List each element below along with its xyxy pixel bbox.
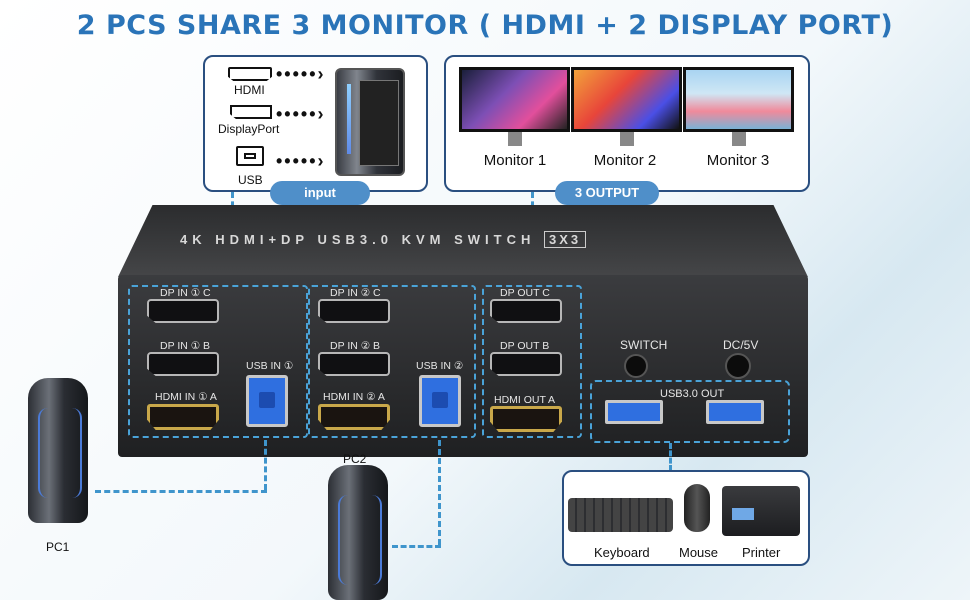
kvm-top-panel [118, 205, 808, 277]
pc2-usb-label: USB IN ② [416, 360, 464, 372]
output-port-group [482, 285, 582, 438]
pc2-dp-c-label: DP IN ② C [330, 287, 381, 299]
pc2-connector-line [438, 440, 441, 545]
usb-label: USB [238, 173, 263, 187]
pc2-usb-b-port[interactable] [419, 375, 461, 427]
mouse-label: Mouse [679, 545, 719, 560]
pc1-connector-line [264, 440, 267, 490]
pc2-connector-line [392, 545, 441, 548]
kvm-badge: 3X3 [544, 231, 587, 248]
pc2-dp-b-port[interactable] [318, 352, 390, 376]
hdmi-label: HDMI [234, 83, 265, 97]
arrow-right-icon: •••••› [276, 64, 326, 84]
displayport-label: DisplayPort [218, 122, 280, 136]
printer-label: Printer [742, 545, 781, 560]
pc2-dp-b-label: DP IN ② B [330, 340, 381, 352]
monitor-stand [508, 132, 522, 146]
pc1-usb-b-port[interactable] [246, 375, 288, 427]
usb-out-connector-line [669, 443, 672, 471]
arrow-right-icon: •••••› [276, 104, 326, 124]
pc2-hdmi-label: HDMI IN ② A [323, 391, 385, 403]
monitor-3-label: Monitor 3 [706, 152, 770, 169]
dp-out-b-port[interactable] [490, 352, 562, 376]
usb-a-port-1[interactable] [605, 400, 663, 424]
pc2-tower-icon [328, 465, 388, 600]
pc2-hdmi-port[interactable] [318, 404, 390, 430]
pc1-port-group [128, 285, 308, 438]
monitor-stand [732, 132, 746, 146]
pc1-label: PC1 [46, 540, 70, 554]
pc2-port-group [308, 285, 476, 438]
dp-out-c-label: DP OUT C [500, 287, 550, 299]
switch-button[interactable] [624, 354, 648, 378]
monitor-2-label: Monitor 2 [593, 152, 657, 169]
pc1-dp-b-port[interactable] [147, 352, 219, 376]
printer-icon [722, 486, 800, 536]
pc2-label: PC2 [343, 452, 367, 466]
keyboard-label: Keyboard [594, 545, 650, 560]
monitor-1-icon [459, 67, 570, 132]
pc1-hdmi-label: HDMI IN ① A [155, 391, 217, 403]
keyboard-icon [568, 498, 673, 532]
pc1-connector-line [95, 490, 267, 493]
usb-icon [236, 146, 264, 166]
power-port[interactable] [725, 353, 751, 379]
pc1-usb-label: USB IN ① [246, 360, 294, 372]
power-label: DC/5V [723, 338, 759, 352]
switch-label: SWITCH [620, 338, 668, 352]
page-title: 2 PCS SHARE 3 MONITOR ( HDMI + 2 DISPLAY… [76, 10, 894, 41]
pc1-dp-b-label: DP IN ① B [160, 340, 211, 352]
kvm-front-panel [118, 275, 808, 457]
mouse-icon [684, 484, 710, 532]
monitor-stand [620, 132, 634, 146]
pc1-tower-icon [28, 378, 88, 523]
pc1-hdmi-port[interactable] [147, 404, 219, 430]
usb-out-group [590, 380, 790, 443]
usb-a-port-2[interactable] [706, 400, 764, 424]
hdmi-icon [228, 67, 272, 81]
monitor-1-label: Monitor 1 [483, 152, 547, 169]
output-pill: 3 OUTPUT [555, 181, 659, 205]
dp-out-b-label: DP OUT B [500, 340, 550, 352]
displayport-icon [230, 105, 272, 119]
hdmi-out-port[interactable] [490, 406, 562, 432]
monitor-3-icon [683, 67, 794, 132]
hdmi-out-label: HDMI OUT A [494, 394, 556, 406]
dp-out-c-port[interactable] [490, 299, 562, 323]
input-pill: input [270, 181, 370, 205]
usb-out-label: USB3.0 OUT [660, 388, 725, 400]
kvm-title: 4K HDMI+DP USB3.0 KVM SWITCH 3X3 [180, 231, 587, 248]
pc-tower-icon [335, 68, 405, 176]
monitor-2-icon [571, 67, 682, 132]
pc1-dp-c-port[interactable] [147, 299, 219, 323]
pc1-dp-c-label: DP IN ① C [160, 287, 211, 299]
pc2-dp-c-port[interactable] [318, 299, 390, 323]
arrow-right-icon: •••••› [276, 151, 326, 171]
